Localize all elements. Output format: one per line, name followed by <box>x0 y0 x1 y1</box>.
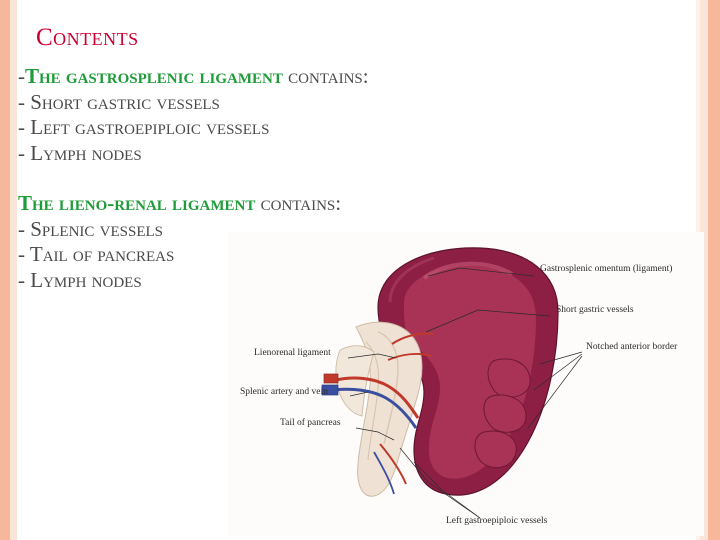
contents-list: -The gastrosplenic ligament contains: - … <box>18 64 558 293</box>
list-item-tail-of-pancreas: - Tail of pancreas <box>18 242 175 266</box>
list-item-lymph-nodes-1: - Lymph nodes <box>18 140 142 165</box>
right-decorative-band-inner <box>700 0 708 540</box>
label-lienorenal-ligament: Lienorenal ligament <box>254 348 331 358</box>
list-item-gastrosplenic: -The gastrosplenic ligament contains: <box>18 64 558 90</box>
left-decorative-band-outer <box>0 0 10 540</box>
label-short-gastric-vessels: Short gastric vessels <box>556 305 634 315</box>
list-item-lymph-nodes-2: - Lymph nodes <box>18 267 142 292</box>
spleen-diagram-svg <box>228 232 704 536</box>
label-splenic-artery-and-vein: Splenic artery and vein <box>240 387 328 397</box>
right-decorative-band-outer <box>708 0 720 540</box>
left-decorative-band-inner <box>10 0 17 540</box>
list-item-splenic-vessels: - Splenic vessels <box>18 216 164 241</box>
heading-gastrosplenic-suffix: contains: <box>282 64 369 88</box>
label-tail-of-pancreas: Tail of pancreas <box>280 418 341 428</box>
ligament-sheets <box>335 321 423 497</box>
spleen-body <box>377 247 559 496</box>
list-bullet: - <box>18 64 25 88</box>
leader-lines <box>347 267 583 519</box>
list-spacer <box>18 166 558 191</box>
heading-lieno-renal-ligament: The lieno-renal ligament <box>18 191 256 215</box>
list-item-lienorenal: The lieno-renal ligament contains: <box>18 191 558 217</box>
spleen-anatomy-illustration: Gastrosplenic omentum (ligament) Short g… <box>228 232 704 536</box>
list-item-left-gastroepiploic-vessels: - Left gastroepiploic vessels <box>18 115 270 139</box>
splenic-vessels <box>321 332 435 495</box>
label-gastrosplenic-omentum: Gastrosplenic omentum (ligament) <box>540 264 673 274</box>
page-title: Contents <box>36 24 139 51</box>
label-left-gastroepiploic-vessels: Left gastroepiploic vessels <box>446 516 548 526</box>
list-item-short-gastric-vessels: - Short gastric vessels <box>18 89 220 114</box>
heading-lienorenal-suffix: contains: <box>255 191 342 215</box>
heading-gastrosplenic-ligament: The gastrosplenic ligament <box>25 64 283 88</box>
label-notched-anterior-border: Notched anterior border <box>586 342 678 352</box>
